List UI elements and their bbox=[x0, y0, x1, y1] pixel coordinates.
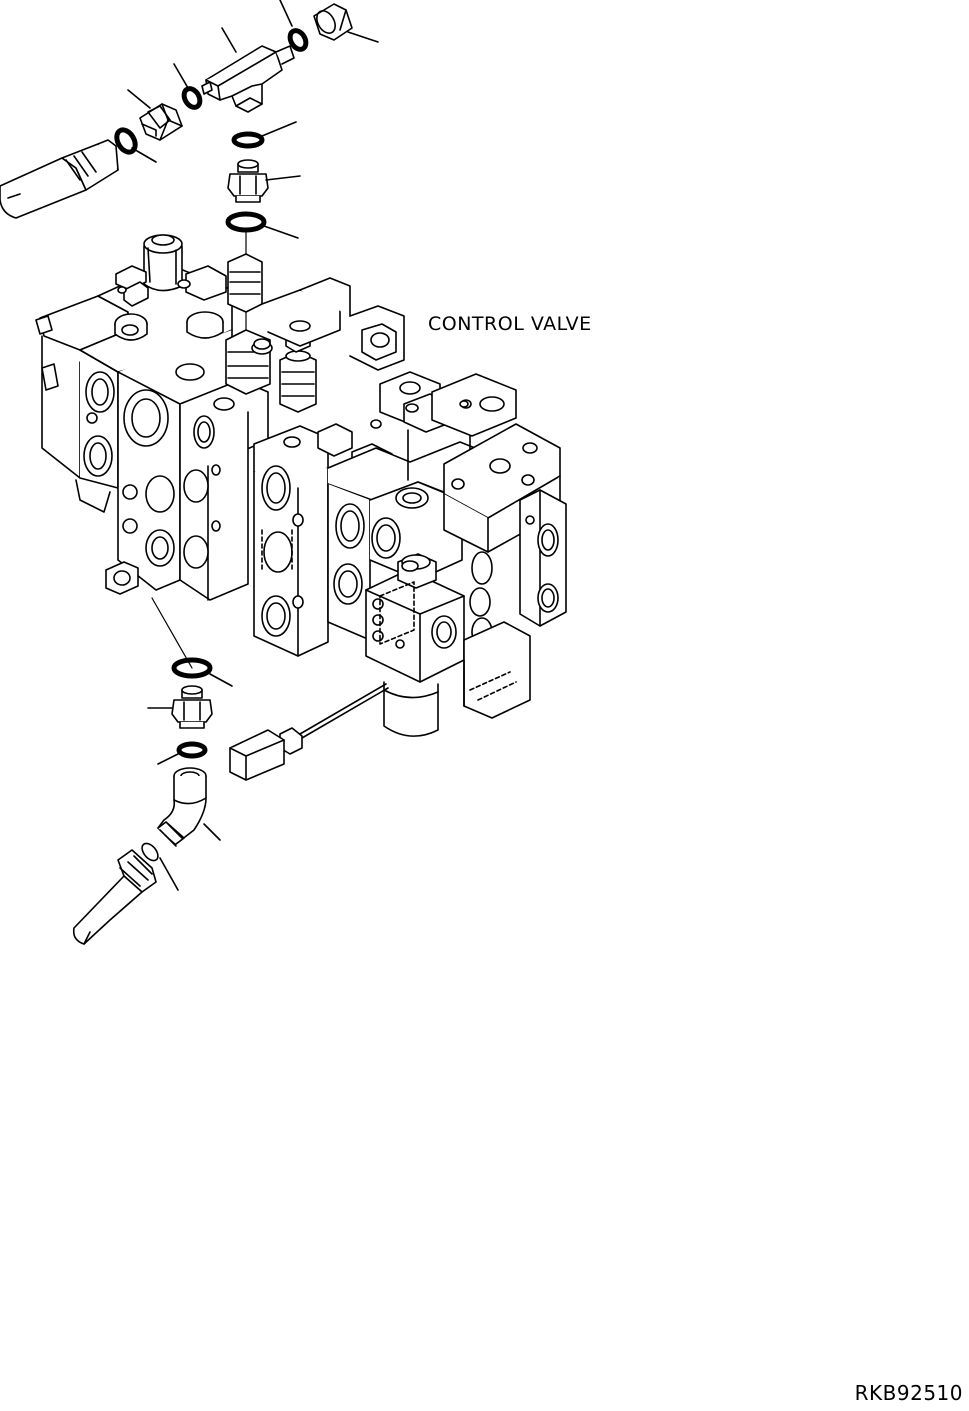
bolt-heads bbox=[117, 279, 469, 572]
leader-line bbox=[131, 147, 157, 163]
o-ring-upper-2 bbox=[225, 211, 267, 233]
upper-union-fitting bbox=[227, 159, 269, 203]
lower-union-fitting bbox=[171, 685, 213, 729]
leader-line bbox=[261, 121, 297, 137]
cap-nut bbox=[313, 3, 353, 41]
leader-line bbox=[347, 31, 379, 43]
elbow-fitting bbox=[157, 767, 207, 847]
upper-adapter-fitting bbox=[139, 103, 183, 141]
tee-fitting bbox=[201, 45, 295, 113]
o-ring-lower-1 bbox=[171, 657, 213, 679]
drawing-code: RKB92510 bbox=[854, 1381, 963, 1405]
leader-line bbox=[265, 175, 301, 181]
control-valve-label: CONTROL VALVE bbox=[428, 313, 592, 335]
wire-harness bbox=[229, 683, 389, 781]
leader-line bbox=[203, 823, 221, 841]
control-valve-body bbox=[35, 234, 567, 737]
o-ring-hose-top bbox=[114, 127, 138, 155]
o-ring-tee-left bbox=[181, 86, 203, 110]
o-ring-upper-1 bbox=[231, 131, 265, 149]
assembly-line bbox=[151, 597, 193, 669]
upper-hose bbox=[0, 139, 119, 219]
leader-line bbox=[209, 673, 233, 687]
leader-line bbox=[279, 0, 293, 27]
lower-hose bbox=[72, 849, 157, 945]
leader-line bbox=[159, 857, 179, 891]
leader-line bbox=[263, 225, 299, 239]
leader-line bbox=[127, 89, 151, 109]
o-ring-lower-2 bbox=[176, 741, 208, 759]
o-ring-lower-3 bbox=[141, 842, 159, 862]
o-ring-tee-right bbox=[287, 28, 309, 52]
leader-line bbox=[157, 753, 179, 765]
leader-line bbox=[173, 63, 189, 89]
leader-line bbox=[221, 27, 237, 53]
